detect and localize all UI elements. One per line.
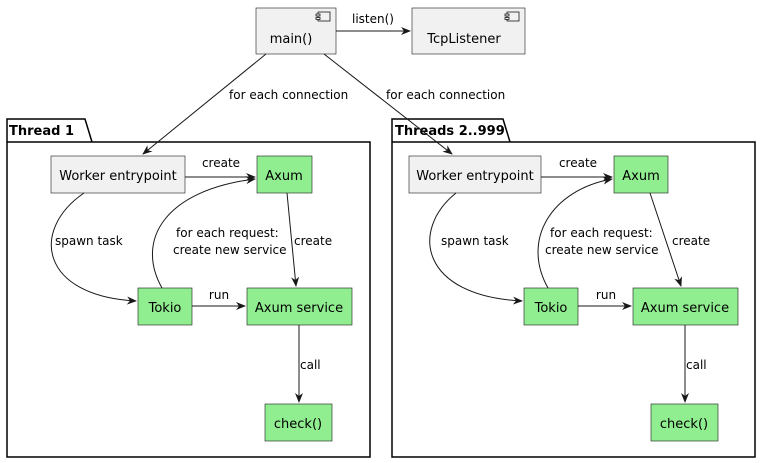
- spawn-edge: [50, 192, 137, 305]
- package-frame: [391, 118, 756, 458]
- axum-box: [613, 155, 669, 194]
- request-edge: [152, 176, 256, 289]
- axum-box: [256, 155, 313, 194]
- main-label: main(): [270, 32, 313, 47]
- run-label: run: [209, 288, 229, 302]
- create-axum-label: create: [202, 156, 240, 170]
- listen-edge-label: listen(): [352, 12, 394, 26]
- component-icon: [504, 11, 520, 22]
- spawn-label: spawn task: [55, 234, 123, 248]
- connection-label-right: for each connection: [386, 88, 505, 102]
- worker-box: [50, 155, 186, 194]
- package-thread-1: Thread 1 Worker entrypoint Axum Tokio Ax…: [6, 118, 371, 458]
- call-label: call: [686, 358, 707, 372]
- axum-label: Axum: [622, 169, 660, 184]
- create-axum-label: create: [559, 156, 597, 170]
- worker-label: Worker entrypoint: [59, 169, 176, 184]
- request-label-line1: for each request:: [176, 226, 279, 240]
- run-label: run: [596, 288, 616, 302]
- tokio-label: Tokio: [148, 301, 182, 316]
- check-label: check(): [660, 417, 708, 432]
- axum-service-box: [246, 287, 353, 326]
- request-label-line1: for each request:: [550, 226, 653, 240]
- tcplistener-label: TcpListener: [426, 32, 501, 47]
- check-box: [264, 403, 333, 442]
- check-label: check(): [274, 417, 322, 432]
- tokio-box: [523, 287, 579, 326]
- create-service-label: create: [294, 234, 332, 248]
- component-icon: [315, 11, 331, 22]
- spawn-edge: [429, 192, 523, 305]
- axum-service-label: Axum service: [255, 301, 343, 316]
- package-title: Thread 1: [9, 124, 74, 139]
- connection-edge-left: for each connection: [142, 53, 348, 155]
- package-frame: [6, 118, 371, 458]
- spawn-label: spawn task: [441, 234, 509, 248]
- axum-label: Axum: [265, 169, 303, 184]
- request-edge: [537, 176, 613, 289]
- axum-service-label: Axum service: [641, 301, 729, 316]
- create-service-edge: [286, 192, 300, 287]
- check-box: [650, 403, 719, 442]
- create-service-label: create: [672, 234, 710, 248]
- package-title: Threads 2..999: [395, 124, 505, 139]
- tokio-box: [137, 287, 193, 326]
- package-threads-2-999: Threads 2..999 Worker entrypoint Axum To…: [391, 118, 756, 458]
- connection-label-left: for each connection: [229, 88, 348, 102]
- axum-service-box: [632, 287, 739, 326]
- main-component: main(): [255, 7, 337, 55]
- create-service-edge: [649, 192, 682, 287]
- request-label-line2: create new service: [545, 243, 659, 257]
- tokio-label: Tokio: [534, 301, 568, 316]
- worker-box: [408, 155, 542, 194]
- connection-edge-right: for each connection: [323, 53, 505, 155]
- worker-label: Worker entrypoint: [416, 169, 533, 184]
- tcplistener-component: TcpListener: [411, 7, 526, 55]
- call-label: call: [300, 358, 321, 372]
- request-label-line2: create new service: [173, 243, 287, 257]
- listen-edge: listen(): [336, 12, 411, 35]
